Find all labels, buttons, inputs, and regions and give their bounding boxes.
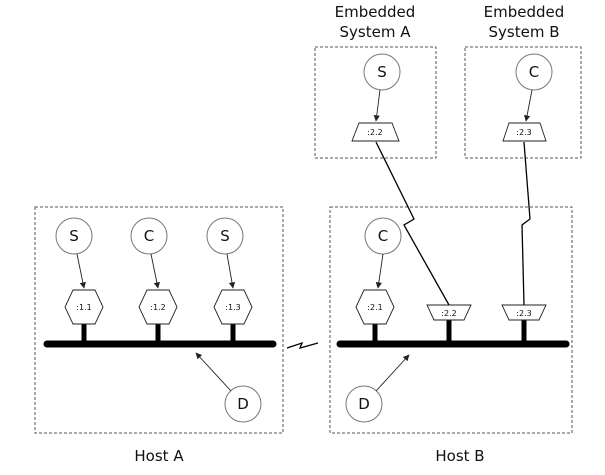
embedded-b-port-label: :2.3	[516, 128, 531, 137]
embedded-b-node-letter: C	[529, 63, 539, 81]
network-link-host-a-to-host-b	[286, 341, 319, 349]
wireless-link-embedded-a	[375, 141, 450, 306]
host-b-port-1	[355, 289, 395, 325]
host-a-node-2-letter: C	[144, 227, 154, 245]
embedded-a-arrow	[373, 89, 381, 122]
host-b-port-1-label: :2.1	[367, 303, 382, 312]
embedded-system-b-label-line2: System B	[489, 23, 560, 41]
host-b-box	[329, 206, 573, 434]
host-a-arrow-3	[226, 253, 236, 289]
host-a-port-2-label: :1.2	[150, 303, 165, 312]
host-a-port-2	[138, 289, 178, 325]
embedded-b-arrow	[523, 89, 533, 122]
host-b-node-1-letter: C	[378, 227, 388, 245]
host-b-port-2-label: :2.2	[441, 309, 456, 318]
embedded-a-port	[351, 122, 400, 142]
embedded-b-port	[502, 122, 547, 142]
host-a-port-3-label: :1.3	[225, 303, 240, 312]
embedded-system-a-label-line2: System A	[340, 23, 412, 41]
host-a-arrow-1	[76, 253, 86, 289]
embedded-system-a-label-line1: Embedded	[335, 3, 416, 21]
embedded-system-b-box	[464, 46, 582, 159]
host-a-node-3-letter: S	[220, 227, 230, 245]
host-b-arrow-1	[375, 253, 384, 289]
embedded-b-node-client	[515, 53, 553, 91]
host-a-box	[34, 206, 284, 434]
host-a-node-d-letter: D	[237, 395, 249, 413]
host-b-port-3-label: :2.3	[516, 309, 531, 318]
wireless-link-embedded-b	[521, 141, 531, 306]
host-b-node-d-letter: D	[358, 395, 370, 413]
host-a-node-server-1	[55, 217, 93, 255]
host-a-arrow-daemon	[195, 352, 232, 392]
host-b-port-3	[501, 304, 547, 321]
host-a-node-daemon	[224, 385, 262, 423]
host-a-node-client	[130, 217, 168, 255]
embedded-system-b-label-line1: Embedded	[484, 3, 565, 21]
embedded-system-a-box	[314, 46, 437, 159]
host-b-port-2	[426, 304, 472, 321]
embedded-a-port-label: :2.2	[367, 128, 382, 137]
host-a-node-1-letter: S	[69, 227, 79, 245]
embedded-a-node-server	[363, 53, 401, 91]
host-a-port-1-label: :1.1	[76, 303, 91, 312]
host-b-node-daemon	[345, 385, 383, 423]
host-a-port-3	[213, 289, 253, 325]
host-b-label: Host B	[435, 447, 484, 465]
host-a-label: Host A	[134, 447, 184, 465]
host-a-port-1	[64, 289, 104, 325]
host-b-arrow-daemon	[375, 354, 410, 392]
host-a-arrow-2	[150, 253, 160, 289]
embedded-a-node-letter: S	[377, 63, 387, 81]
host-a-node-server-2	[206, 217, 244, 255]
